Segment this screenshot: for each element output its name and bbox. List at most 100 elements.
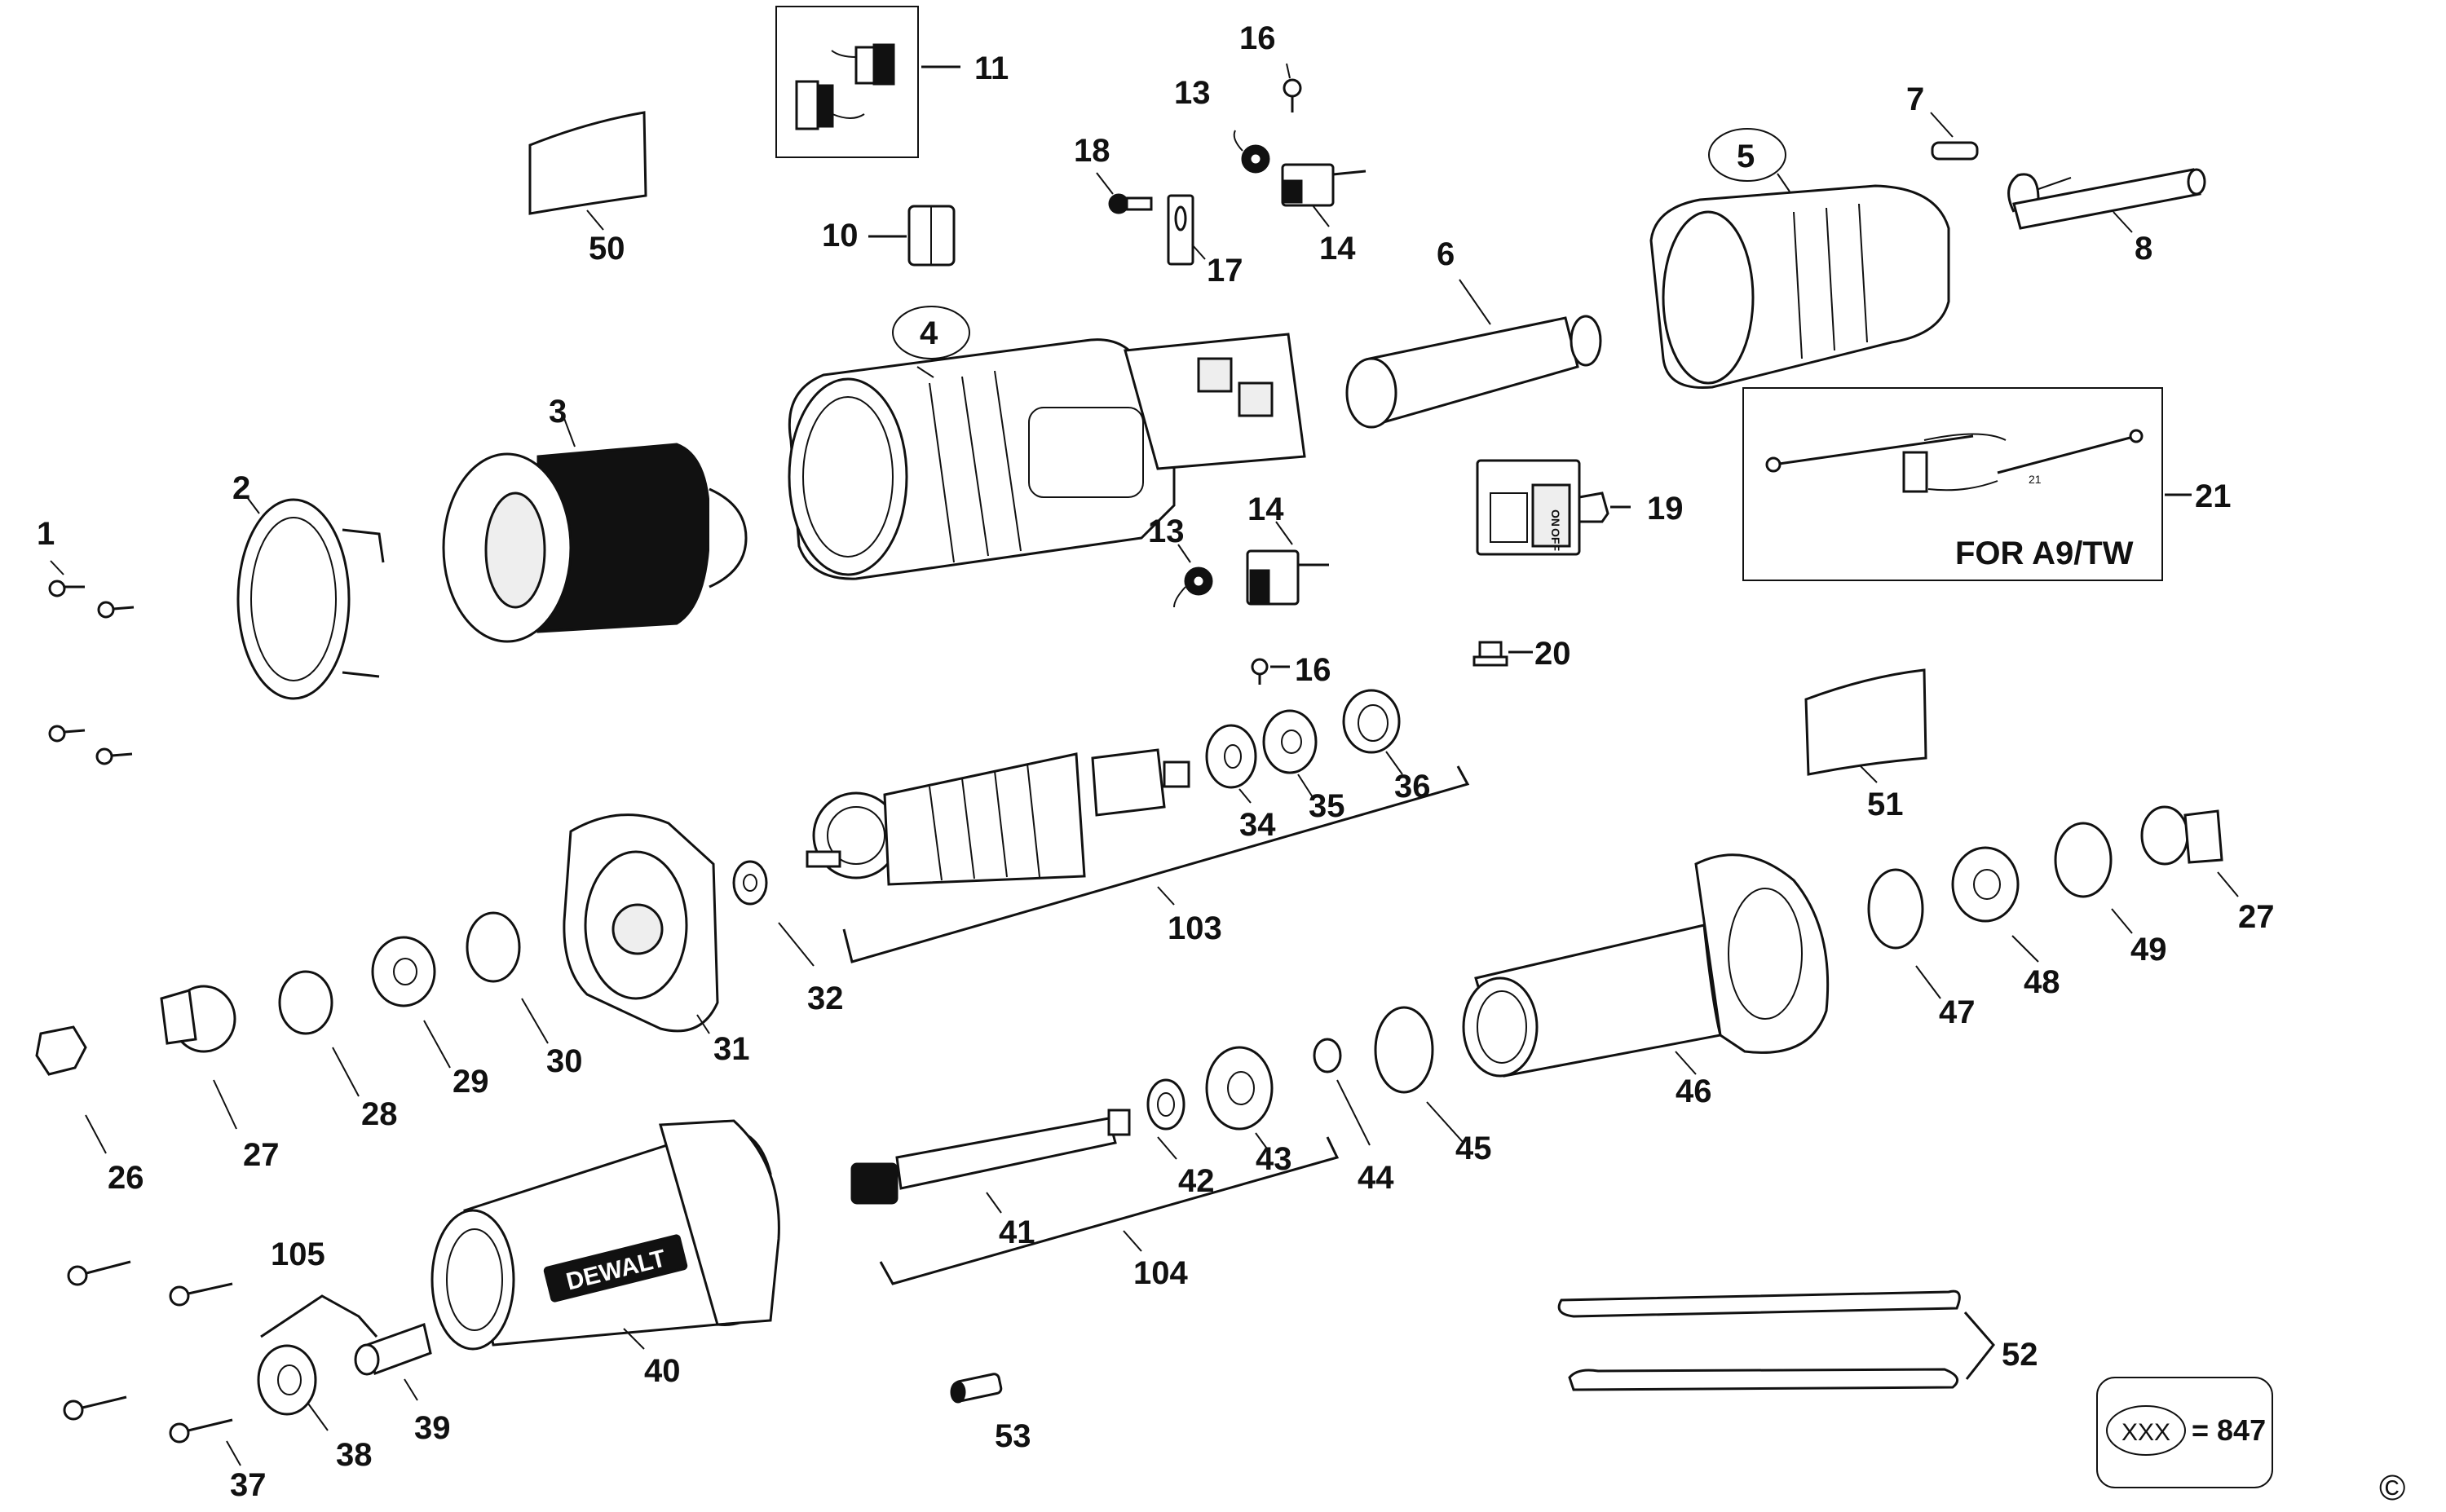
callout-13-middle: 13 <box>1148 514 1185 549</box>
callout-10: 10 <box>822 218 859 253</box>
part-13-spring-middle <box>1173 544 1213 608</box>
callout-43: 43 <box>1256 1141 1292 1177</box>
callout-51: 51 <box>1867 787 1904 822</box>
part-1-screws <box>48 560 135 765</box>
callout-105: 105 <box>271 1236 325 1272</box>
callout-18: 18 <box>1074 133 1110 169</box>
callout-26: 26 <box>108 1160 144 1196</box>
callout-16-top: 16 <box>1239 20 1276 56</box>
bracket-104 <box>879 1136 1340 1285</box>
part-16-screw-top <box>1283 63 1302 112</box>
part-4-motor-housing <box>788 333 1306 580</box>
switch-mark-off: OFF <box>1549 528 1562 551</box>
callout-14-middle: 14 <box>1247 492 1284 527</box>
part-13-spring-top <box>1233 130 1270 174</box>
part-5-rear-housing <box>1649 173 1950 390</box>
callout-45: 45 <box>1455 1131 1492 1166</box>
callout-16-middle: 16 <box>1295 652 1331 688</box>
callout-48: 48 <box>2024 964 2060 1000</box>
callout-35: 35 <box>1309 788 1345 824</box>
callout-20: 20 <box>1534 636 1571 672</box>
part-16-screw-middle <box>1251 658 1290 685</box>
callout-27-left: 27 <box>243 1137 280 1173</box>
part-8-cord <box>2007 168 2206 233</box>
callout-7: 7 <box>1906 82 1924 117</box>
callout-50: 50 <box>589 231 625 267</box>
part-19-switch <box>1476 459 1631 556</box>
callout-21: 21 <box>2195 478 2232 514</box>
callout-49: 49 <box>2130 932 2167 968</box>
part-14-switch-top <box>1281 163 1366 227</box>
part-39-collet <box>354 1323 432 1401</box>
callout-36: 36 <box>1394 769 1431 804</box>
callout-11: 11 <box>974 51 1009 86</box>
part-42-washer <box>1146 1078 1185 1160</box>
callout-34: 34 <box>1239 807 1276 843</box>
part-29-bearing <box>371 936 451 1069</box>
part-21-inset-box <box>1742 387 2192 581</box>
callout-17: 17 <box>1207 253 1243 289</box>
callout-14-top: 14 <box>1319 231 1356 267</box>
part-6-grip-sleeve <box>1345 279 1602 429</box>
callout-1: 1 <box>37 516 55 552</box>
part-30-o-ring <box>466 911 549 1044</box>
callout-38: 38 <box>336 1437 373 1473</box>
callout-28: 28 <box>361 1096 398 1132</box>
part-27-clutch-left <box>160 985 237 1130</box>
callout-19: 19 <box>1647 491 1684 527</box>
part-52-wrenches <box>1557 1289 1995 1391</box>
part-2-end-ring <box>236 496 385 700</box>
callout-13-top: 13 <box>1174 75 1211 111</box>
bracket-103 <box>842 765 1470 963</box>
part-10-brush-holder <box>868 205 956 267</box>
part-37-screws <box>63 1260 241 1466</box>
part-11-carbon-brushes <box>775 6 960 158</box>
leader-104 <box>1123 1230 1142 1252</box>
part-49-circlip <box>2054 822 2133 934</box>
part-41-spindle <box>850 1109 1131 1214</box>
part-40-nose-housing: DEWALT <box>430 1119 780 1351</box>
part-3-field-coil <box>442 413 748 643</box>
part-36-bearing-cup <box>1342 689 1403 775</box>
callout-41: 41 <box>999 1214 1035 1250</box>
switch-mark-on: ON <box>1549 509 1562 527</box>
part-48-bearing <box>1951 846 2039 963</box>
part-35-bearing <box>1262 709 1318 798</box>
bracket-105 <box>260 1294 378 1338</box>
callout-52: 52 <box>2002 1337 2038 1373</box>
callout-47: 47 <box>1939 994 1976 1030</box>
callout-103: 103 <box>1168 910 1222 946</box>
part-14-switch-middle <box>1246 521 1329 606</box>
callout-labels: 1 2 3 4 5 6 7 8 10 11 13 13 14 14 16 16 … <box>37 20 2275 1503</box>
part-18-screw <box>1096 172 1153 214</box>
inset-label: FOR A9/TW <box>1955 536 2134 571</box>
callout-2: 2 <box>232 470 250 506</box>
part-45-o-ring <box>1374 1006 1464 1144</box>
callout-42: 42 <box>1178 1163 1215 1199</box>
callout-46: 46 <box>1676 1073 1712 1109</box>
copyright-symbol: © <box>2379 1468 2405 1508</box>
callout-6: 6 <box>1437 236 1455 272</box>
legend-symbol: XXX <box>2121 1419 2170 1446</box>
callout-27-right: 27 <box>2238 899 2275 935</box>
callout-31: 31 <box>713 1031 750 1067</box>
part-20-screw <box>1472 641 1533 667</box>
part-51-label-card <box>1804 668 1927 783</box>
callout-30: 30 <box>546 1043 583 1079</box>
callout-53: 53 <box>995 1418 1031 1454</box>
part-103-armature <box>806 748 1190 886</box>
part-32-washer <box>732 860 815 967</box>
callout-4: 4 <box>920 315 938 351</box>
part-17-bracket <box>1167 194 1206 266</box>
part-105-collet-nut <box>257 1344 329 1431</box>
callout-3: 3 <box>549 394 567 430</box>
callout-4-ring <box>892 306 970 359</box>
callout-8: 8 <box>2135 231 2152 267</box>
callout-44: 44 <box>1358 1160 1394 1196</box>
part-46-front-housing <box>1462 853 1830 1078</box>
callout-32: 32 <box>807 981 844 1016</box>
part-50-label-card <box>528 111 647 231</box>
part-53-pin <box>950 1373 1003 1404</box>
leader-103 <box>1157 886 1175 906</box>
part-47-o-ring <box>1867 868 1941 999</box>
